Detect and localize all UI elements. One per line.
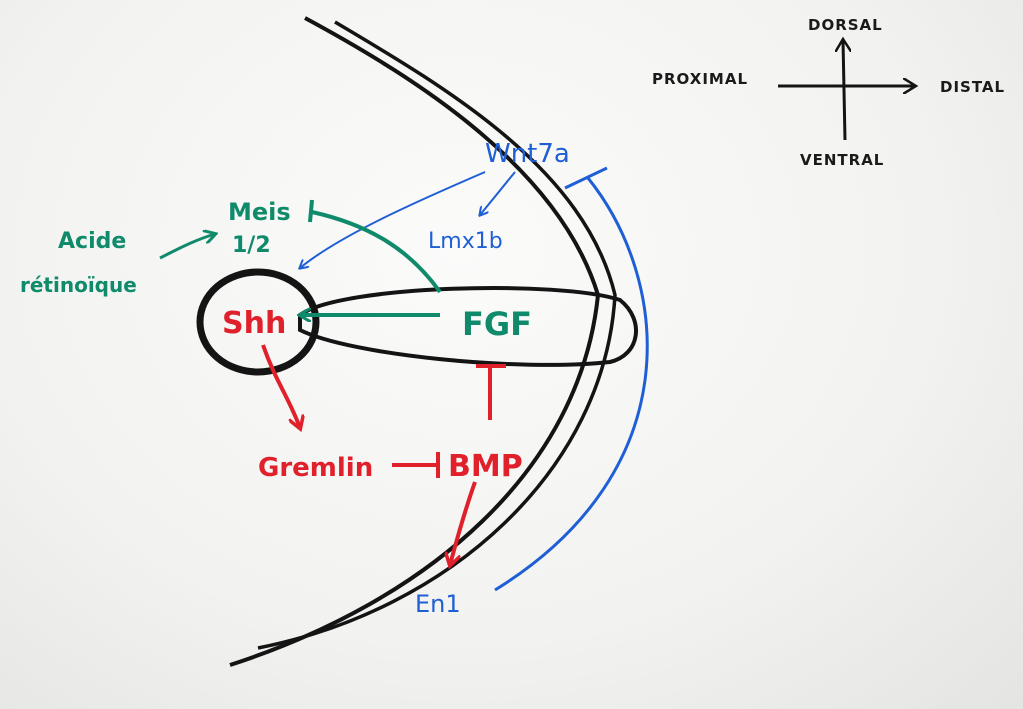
aer-ellipse bbox=[298, 286, 638, 367]
ectoderm-inner-line bbox=[257, 20, 617, 650]
acide-to-meis-arrow bbox=[159, 234, 215, 260]
node-wnt7a: Wnt7a bbox=[485, 139, 570, 169]
fgf-inhibits-meis bbox=[311, 210, 442, 294]
ectoderm-outer-line bbox=[229, 16, 601, 667]
node-meis: Meis bbox=[228, 198, 291, 226]
axis-ventral: VENTRAL bbox=[800, 151, 884, 169]
shh-to-gremlin-arrow bbox=[261, 344, 300, 428]
inhibition-bar bbox=[564, 166, 608, 190]
axis-proximal: PROXIMAL bbox=[652, 70, 748, 88]
wnt7a-to-shh-arrow bbox=[300, 171, 486, 268]
inhibition-bar bbox=[308, 199, 314, 223]
node-bmp: BMP bbox=[448, 449, 523, 484]
node-en1: En1 bbox=[415, 590, 461, 618]
node-gremlin: Gremlin bbox=[258, 453, 373, 483]
ventral-dorsal-arrow bbox=[843, 40, 845, 141]
axis-dorsal: DORSAL bbox=[808, 16, 883, 34]
axis-distal: DISTAL bbox=[940, 78, 1005, 96]
wnt7a-en1-inhibition-curve bbox=[494, 177, 649, 592]
node-fgf: FGF bbox=[462, 305, 532, 343]
node-meis-sub: 1/2 bbox=[232, 233, 271, 258]
node-acide: Acide bbox=[58, 229, 126, 254]
wnt7a-to-lmx1b-arrow bbox=[480, 171, 516, 215]
node-lmx1b: Lmx1b bbox=[428, 229, 503, 254]
zpa-circle bbox=[196, 268, 320, 376]
node-shh: Shh bbox=[222, 306, 286, 341]
bmp-to-en1-arrow bbox=[450, 481, 477, 565]
node-retinoique: rétinoïque bbox=[20, 273, 137, 297]
